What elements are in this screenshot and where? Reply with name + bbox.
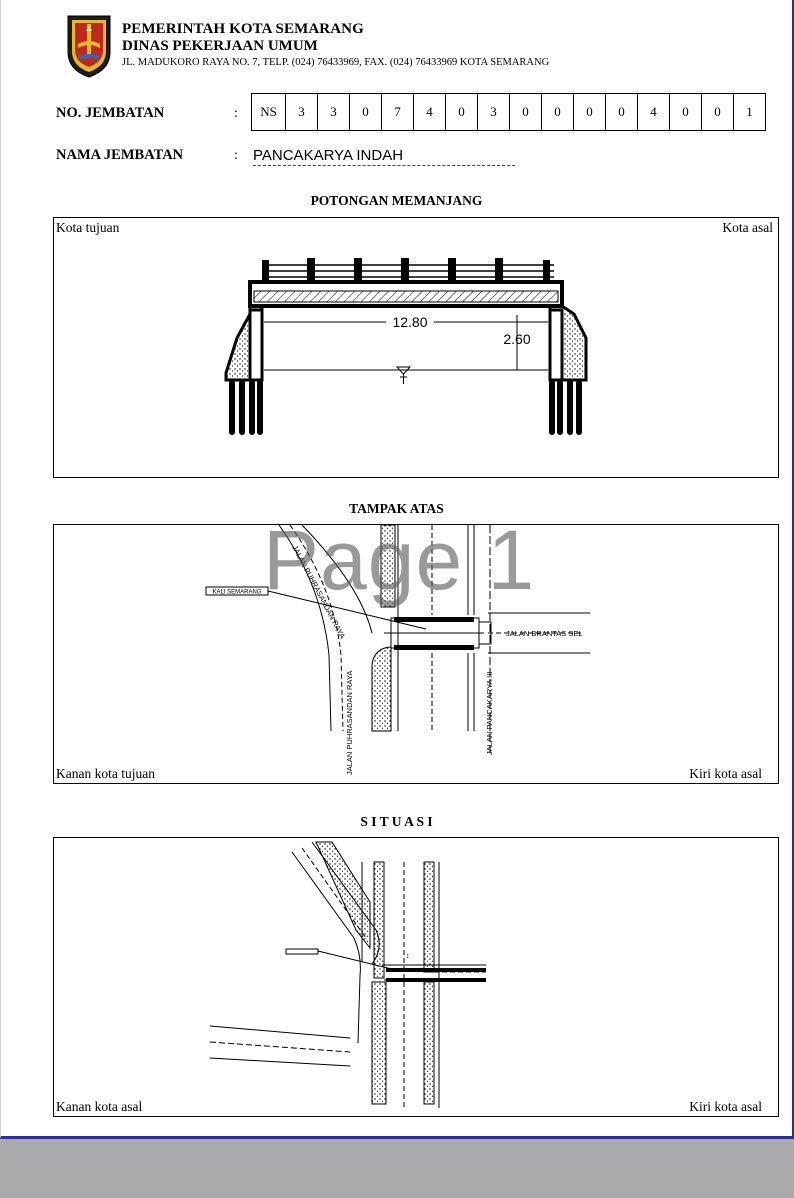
bridge-number-digit: 0	[574, 93, 606, 131]
top-view-drawing: KALI SEMARANG JALAN PUHRASANDAN RAYA JAL…	[205, 525, 590, 775]
bridge-number-digit: 3	[318, 93, 350, 131]
label-left-origin-situation: Kiri kota asal	[689, 1099, 762, 1114]
label-origin-city: Kota asal	[722, 220, 773, 235]
bridge-number-digit: 0	[670, 93, 702, 131]
top-view-road-label-2: JALAN PUHRASANDAN RAYA	[345, 671, 354, 775]
page-watermark: Page 1	[263, 513, 536, 607]
situation-drawing: ↕	[209, 841, 486, 1108]
header-agency-line2: DINAS PEKERJAAN UMUM	[122, 38, 318, 54]
label-right-destination: Kanan kota tujuan	[56, 766, 155, 781]
longitudinal-section-panel: Kota tujuan Kota asal	[53, 217, 779, 478]
longitudinal-section-drawing: 12.80 2.60	[224, 258, 588, 435]
bridge-name-value: PANCAKARYA INDAH	[253, 147, 515, 166]
label-right-origin: Kanan kota asal	[56, 1099, 143, 1114]
header-agency-line1: PEMERINTAH KOTA SEMARANG	[122, 21, 364, 37]
label-destination-city: Kota tujuan	[56, 220, 120, 235]
top-view-bridge-tag: KALI SEMARANG	[212, 590, 261, 596]
top-view-road-label-4: JALAN PANCAKARYA III	[485, 672, 494, 755]
bridge-number-digit: NS	[252, 93, 286, 131]
bridge-number-label: NO. JEMBATAN	[56, 105, 165, 121]
bridge-number-digit: 1	[734, 93, 766, 131]
bridge-name-label: NAMA JEMBATAN	[56, 147, 184, 163]
clearance-height-label: 2.60	[503, 331, 530, 347]
bridge-number-digit: 0	[446, 93, 478, 131]
bridge-number-digit: 4	[638, 93, 670, 131]
situation-panel: ↕ Kanan kota asal Kiri kota asal	[53, 837, 779, 1117]
top-view-panel: KALI SEMARANG JALAN PUHRASANDAN RAYA JAL…	[53, 524, 779, 784]
label-left-origin: Kiri kota asal	[689, 766, 762, 781]
section-title-longitudinal: POTONGAN MEMANJANG	[310, 193, 483, 208]
section-title-situation: S I T U A S I	[360, 814, 433, 829]
top-view-road-label-3: JALAN BRANTAS SEL	[506, 629, 583, 638]
bridge-name-colon: :	[234, 148, 238, 163]
bridge-number-digit: 0	[350, 93, 382, 131]
bridge-number-digit: 3	[286, 93, 318, 131]
bridge-number-digit: 0	[702, 93, 734, 131]
bridge-number-digit: 3	[478, 93, 510, 131]
bridge-number-digit: 0	[606, 93, 638, 131]
svg-text:↕: ↕	[406, 953, 410, 960]
header-address: JL. MADUKORO RAYA NO. 7, TELP. (024) 764…	[122, 57, 550, 68]
city-crest-logo	[67, 15, 111, 78]
bridge-number-digit: 7	[382, 93, 414, 131]
bridge-number-digit: 0	[542, 93, 574, 131]
bridge-number-boxes: NS 3 3 0 7 4 0 3 0 0 0 0 4 0 0 1	[251, 93, 766, 131]
bridge-number-colon: :	[234, 106, 238, 121]
bridge-number-digit: 0	[510, 93, 542, 131]
span-length-label: 12.80	[392, 314, 427, 330]
report-page: PEMERINTAH KOTA SEMARANG DINAS PEKERJAAN…	[0, 0, 794, 1139]
bridge-number-digit: 4	[414, 93, 446, 131]
section-title-top-view: TAMPAK ATAS	[349, 501, 444, 516]
